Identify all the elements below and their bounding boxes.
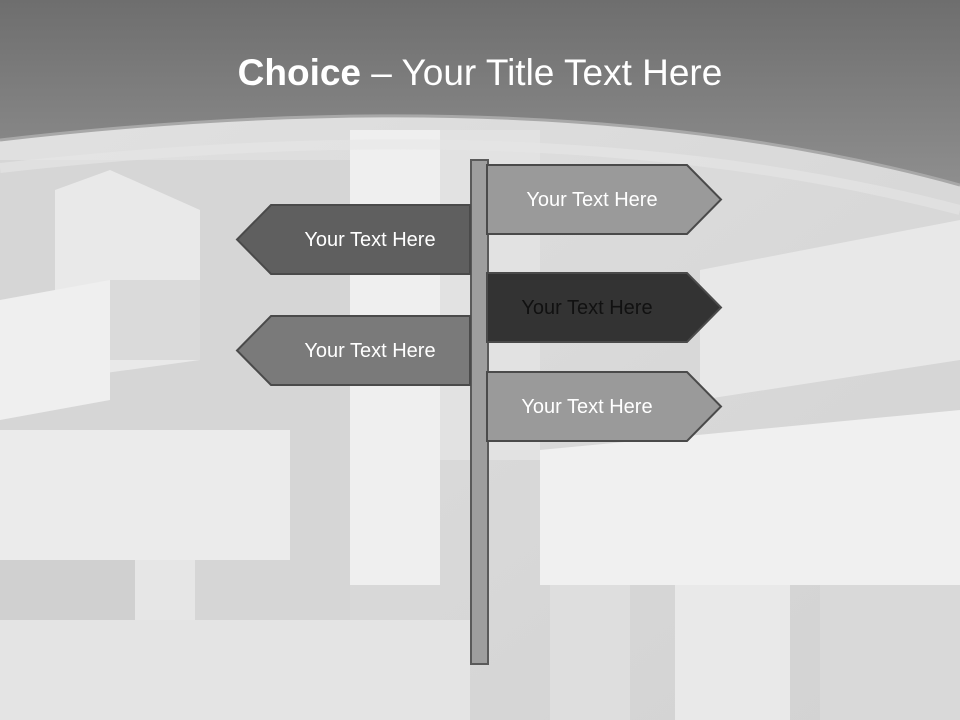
sign-arrow-1[interactable]	[486, 164, 723, 235]
sign-label-5[interactable]: Your Text Here	[521, 395, 653, 418]
sign-label-3[interactable]: Your Text Here	[521, 296, 653, 319]
title-bold-word: Choice	[237, 52, 362, 93]
sign-label-4[interactable]: Your Text Here	[304, 339, 436, 362]
title-rest: – Your Title Text Here	[361, 52, 723, 93]
sign-arrow-5[interactable]	[486, 371, 723, 442]
signpost-pole	[470, 159, 489, 665]
sign-arrow-2[interactable]	[235, 204, 471, 275]
sign-arrow-4[interactable]	[235, 315, 471, 386]
signs	[235, 164, 723, 442]
sign-label-2[interactable]: Your Text Here	[304, 228, 436, 251]
sign-arrow-3[interactable]	[486, 272, 723, 343]
slide-title: Choice – Your Title Text Here	[0, 52, 960, 94]
sign-label-1[interactable]: Your Text Here	[526, 188, 658, 211]
